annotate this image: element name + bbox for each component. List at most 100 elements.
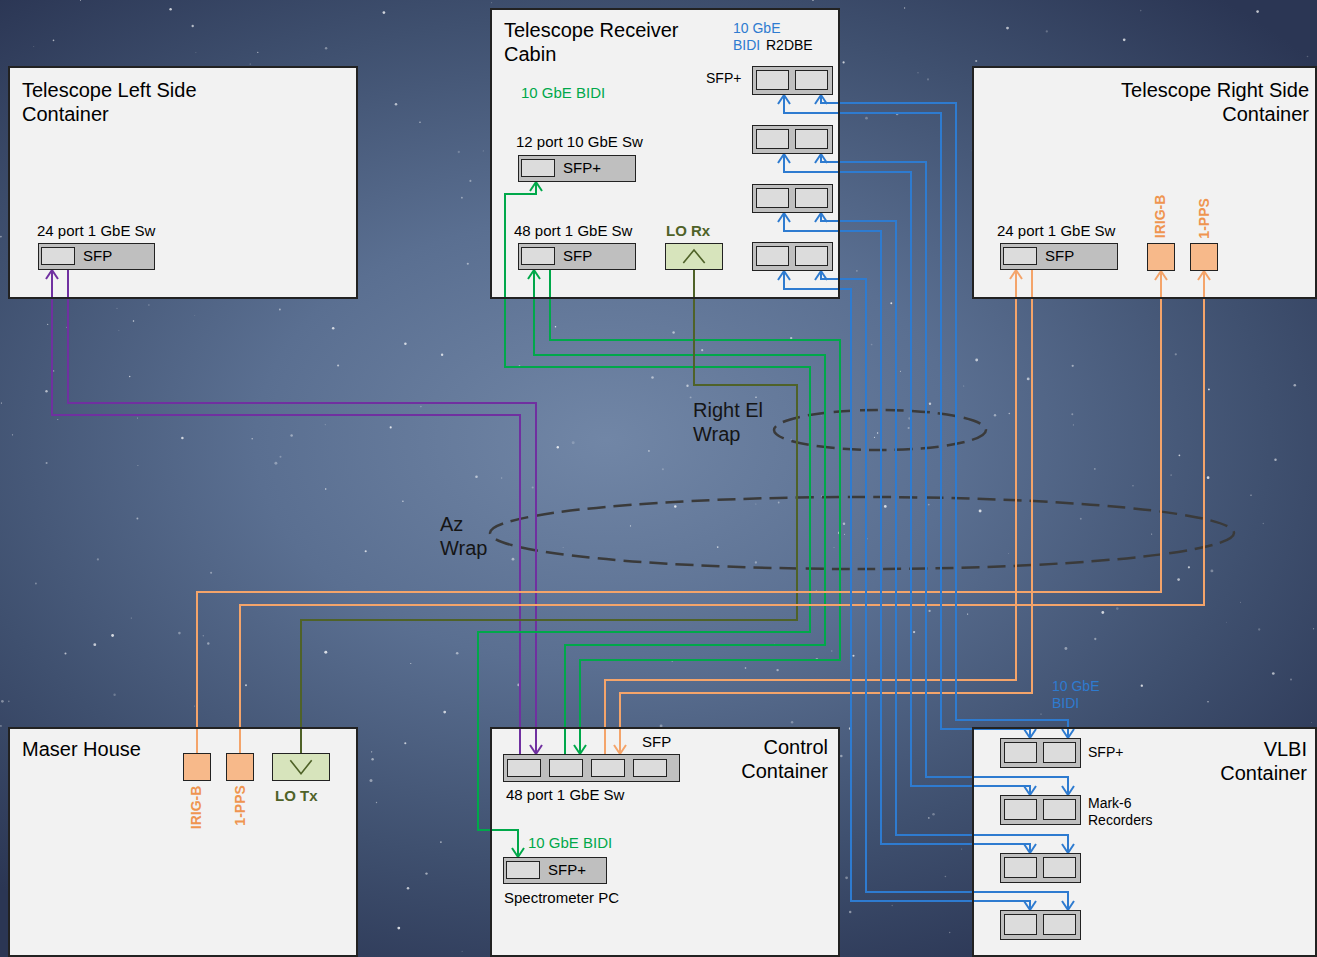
star (890, 302, 892, 304)
star (778, 502, 780, 504)
container-heading: Telescope Right Side Container (1079, 78, 1309, 126)
star (93, 643, 96, 646)
container-fill (972, 66, 1317, 299)
fiber-link (815, 271, 1074, 910)
container-heading: Telescope Receiver Cabin (504, 18, 704, 66)
container-box: Telescope Receiver Cabin10 GbE BIDI12 po… (490, 8, 840, 299)
arrow-head (1155, 271, 1167, 280)
star (116, 307, 118, 309)
star (404, 342, 407, 345)
star (332, 327, 335, 330)
node-label: SFP+ (1088, 744, 1123, 761)
port-socket (549, 759, 583, 777)
fiber-link (778, 95, 1036, 738)
star (210, 572, 212, 574)
star (1, 402, 2, 403)
signal-name: IRIG-B (1152, 194, 1169, 238)
port-socket (1003, 247, 1037, 265)
arrow-head (46, 270, 58, 279)
star (701, 349, 703, 351)
star (136, 518, 138, 520)
star (370, 779, 373, 782)
star (1071, 413, 1073, 415)
star (572, 441, 575, 444)
star (904, 7, 905, 8)
star (1080, 518, 1082, 520)
link-line (478, 182, 810, 857)
star (1290, 678, 1292, 680)
star (402, 501, 404, 503)
star (961, 848, 962, 849)
chevron-line (290, 760, 311, 774)
star (404, 742, 406, 744)
star (1226, 621, 1228, 623)
star (927, 78, 929, 80)
link-line (784, 95, 1030, 738)
star (833, 546, 835, 548)
node-label: SFP+ (563, 159, 601, 177)
free-label: Right El Wrap (693, 398, 773, 446)
star (1179, 454, 1181, 456)
star (1274, 459, 1276, 461)
chevron-symbol (666, 244, 722, 269)
star (324, 651, 327, 654)
star (203, 635, 204, 636)
star (33, 46, 35, 48)
star (111, 634, 114, 637)
arrow-head (1062, 786, 1074, 795)
star (397, 927, 400, 930)
star (979, 509, 982, 512)
star (325, 47, 327, 49)
port-socket (633, 759, 667, 777)
star (290, 434, 293, 437)
star (1140, 10, 1142, 12)
port-socket (507, 759, 541, 777)
star (662, 468, 664, 470)
sfp-port-pair (1000, 795, 1081, 825)
node-label: SFP (563, 247, 592, 265)
star (1313, 628, 1314, 629)
switch-box: 24 port 1 GbE SwSFP (1000, 243, 1118, 270)
timing-port: 1-PPS (1190, 243, 1218, 271)
star (371, 758, 373, 760)
star (390, 426, 392, 428)
star (118, 330, 120, 332)
port-socket (506, 861, 540, 879)
star (852, 655, 854, 657)
mark6-recorders: SFP+Mark-6 Recorders (1000, 738, 1190, 940)
node-label: 10 GbE BIDI (528, 834, 612, 852)
star (1311, 722, 1313, 724)
link-line (821, 95, 1068, 738)
star (1064, 647, 1067, 650)
star (975, 359, 978, 362)
star (46, 462, 48, 464)
switch-box: 48 port 1 GbE SwSFP (518, 243, 636, 270)
sfp-port-pair (752, 242, 833, 271)
port-socket (1043, 799, 1076, 820)
spectrometer-pc: 10 GbE BIDISFP+Spectrometer PC (503, 857, 607, 884)
arrow-head (1062, 729, 1074, 738)
star (1027, 377, 1030, 380)
star (257, 52, 258, 53)
star (395, 103, 398, 106)
container-fill (8, 727, 358, 957)
port-socket (795, 70, 828, 90)
star (440, 841, 442, 843)
port-socket (756, 70, 789, 90)
arrow-head (512, 848, 524, 857)
fiber-link (197, 271, 1167, 753)
port-socket (795, 188, 828, 208)
star (949, 932, 950, 933)
star (555, 326, 557, 328)
container-fill (490, 8, 840, 299)
lo-module: LO Tx (272, 753, 330, 781)
chevron-line (683, 250, 704, 263)
node-label: 48 port 1 GbE Sw (514, 222, 632, 240)
star (1040, 713, 1041, 714)
star (1009, 413, 1011, 415)
star (131, 617, 132, 618)
star (1141, 685, 1143, 687)
sfp-port-pair (1000, 853, 1081, 883)
port-socket (756, 246, 789, 266)
port-socket (591, 759, 625, 777)
